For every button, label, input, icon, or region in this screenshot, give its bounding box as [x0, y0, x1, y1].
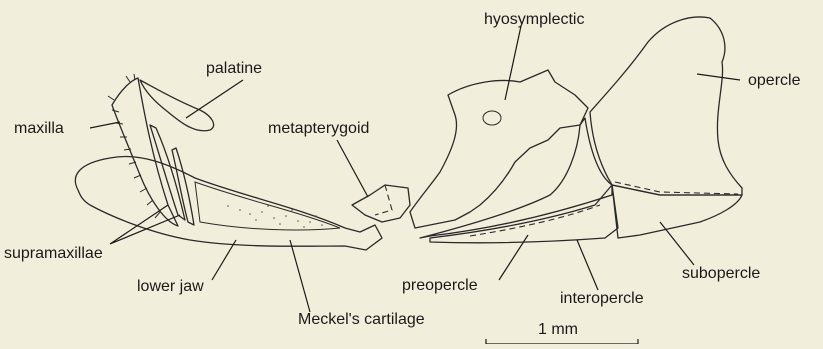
- opercle-shape: [590, 17, 742, 195]
- subopercle-dashes: [615, 182, 738, 194]
- hyosymplectic-shape: [410, 70, 588, 228]
- meckels-cartilage-stipple: [227, 205, 323, 228]
- labels: palatine hyosymplectic opercle maxilla m…: [4, 11, 801, 328]
- label-subopercle: subopercle: [682, 265, 760, 282]
- scale-bar: 1 mm: [486, 321, 638, 344]
- leader-lines: [90, 26, 740, 312]
- maxilla-shape: [112, 78, 178, 226]
- label-meckels-cartilage: Meckel's cartilage: [298, 311, 425, 328]
- metapterygoid-shape: [352, 185, 410, 222]
- bone-outlines: [75, 17, 742, 250]
- supramaxillae-shape: [150, 125, 194, 225]
- preopercle-shape: [420, 118, 612, 238]
- interopercle-shape: [430, 185, 618, 243]
- label-opercle: opercle: [748, 72, 801, 89]
- label-interopercle: interopercle: [560, 290, 644, 307]
- label-preopercle: preopercle: [402, 277, 478, 294]
- label-hyosymplectic: hyosymplectic: [484, 11, 584, 28]
- scale-bar-label: 1 mm: [538, 321, 578, 338]
- label-metapterygoid: metapterygoid: [268, 120, 369, 137]
- hyosymplectic-foramen: [483, 111, 501, 125]
- label-maxilla: maxilla: [14, 120, 64, 137]
- label-supramaxillae: supramaxillae: [4, 245, 103, 262]
- label-palatine: palatine: [206, 60, 262, 77]
- label-lower-jaw: lower jaw: [137, 278, 204, 295]
- palatine-shape: [140, 80, 214, 131]
